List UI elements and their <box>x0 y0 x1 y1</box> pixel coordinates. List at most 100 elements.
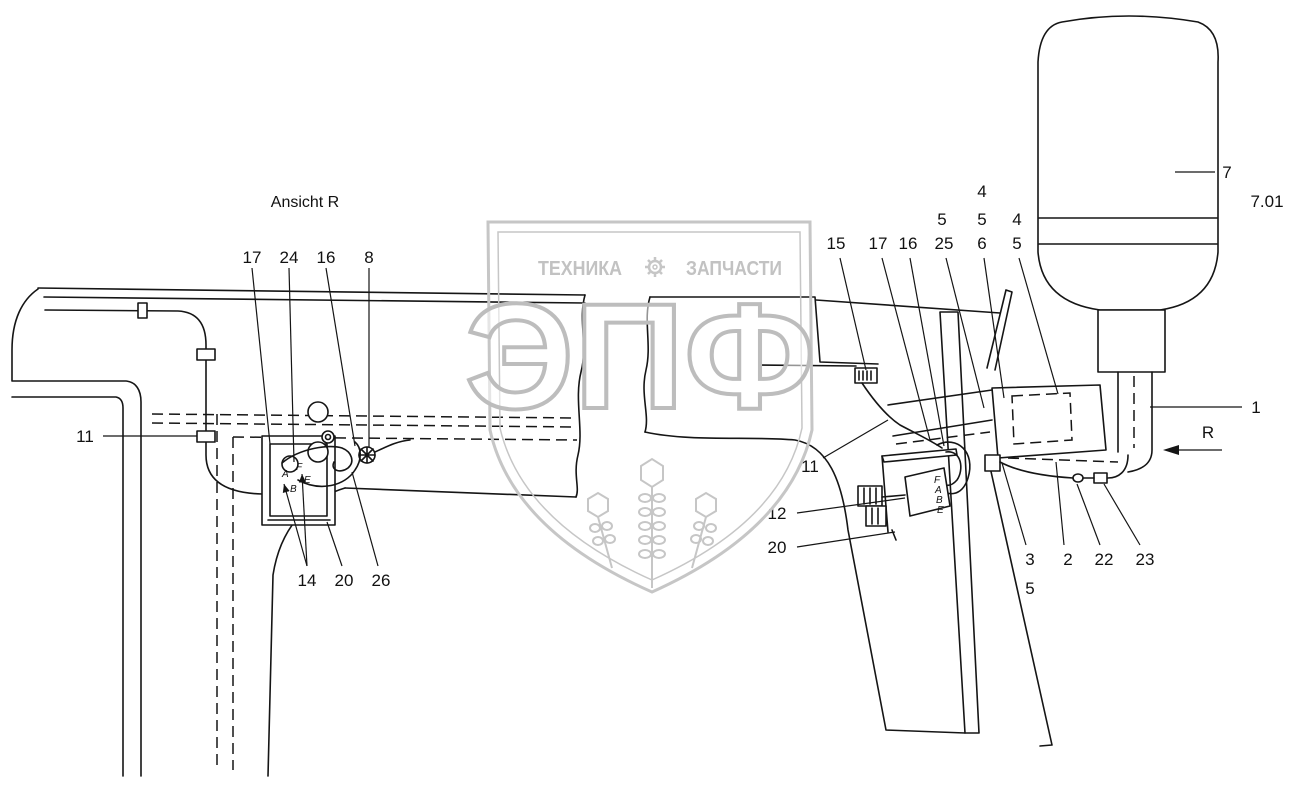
frame-top-edge <box>37 287 586 296</box>
socket-connector <box>1072 473 1084 483</box>
leader-line <box>282 483 308 567</box>
mounting-beam <box>892 419 993 437</box>
leader-line <box>1018 257 1059 395</box>
cable <box>759 364 857 367</box>
leader-line <box>822 419 889 459</box>
gear-icon <box>645 257 665 277</box>
switch-terminal-letter: F <box>296 462 303 473</box>
hidden-line <box>895 431 991 445</box>
watermark-brand-right: ЗАПЧАСТИ <box>686 258 782 280</box>
break-line <box>575 294 586 498</box>
watermark-brand-left: ТЕХНИКА <box>538 258 622 280</box>
callout-number: 17 <box>243 248 262 267</box>
main-view: F A B E 4 5 5 4 15 17 16 25 6 <box>643 15 1284 747</box>
cab-outer-outline <box>11 288 142 777</box>
cable-clip <box>196 430 216 443</box>
view-direction-arrowhead <box>1163 445 1179 455</box>
wiper-arm <box>986 289 1013 371</box>
wire <box>374 439 411 453</box>
beam-bottom-edge <box>344 487 577 498</box>
pillar-outline <box>267 487 346 777</box>
switch-terminal-letter: A <box>281 469 289 480</box>
leader-line <box>1055 461 1065 546</box>
callout-number: 26 <box>372 571 391 590</box>
callout-number: 16 <box>899 234 918 253</box>
leader-line <box>1076 483 1101 546</box>
wire <box>297 441 362 488</box>
fastener <box>307 441 329 463</box>
grommet <box>358 446 376 464</box>
switch-bracket-inner <box>269 443 328 517</box>
callout-number: 12 <box>768 504 787 523</box>
leader-line <box>909 257 945 447</box>
cable-clip <box>137 302 148 319</box>
leader-line <box>796 497 906 514</box>
bracket <box>881 448 958 463</box>
leader-line <box>796 531 896 548</box>
callout-number: 11 <box>76 427 94 446</box>
switch-terminal-letter: F <box>934 475 941 486</box>
leader-line <box>983 257 1005 399</box>
view-title: Ansicht R <box>271 194 339 211</box>
a-pillar-edge <box>987 457 1053 747</box>
callout-number: 16 <box>317 248 336 267</box>
callout-number: 22 <box>1095 550 1114 569</box>
callout-number: 7 <box>1222 163 1231 182</box>
switch-terminal-letter: B <box>936 495 943 506</box>
leader-line <box>839 257 867 371</box>
switch-terminal-letter: B <box>290 484 297 495</box>
cable-connector <box>854 367 878 384</box>
door-top-edge <box>649 296 879 365</box>
door-lower-outline <box>644 431 966 734</box>
wire <box>281 445 353 472</box>
frame-top-inner-edge <box>43 296 586 304</box>
callout-number: 5 <box>1012 234 1021 253</box>
bracket-leg <box>881 455 897 541</box>
callout-number: 4 <box>977 182 986 201</box>
switch-terminal-letter: E <box>304 475 311 486</box>
switch-terminal-letter: E <box>937 505 944 516</box>
hidden-line <box>151 422 578 428</box>
switch-knob <box>857 485 906 527</box>
watermark-wheat <box>587 457 717 588</box>
view-direction-label: R <box>1202 423 1214 442</box>
leader-line <box>945 257 985 409</box>
housing-connector <box>984 454 1001 472</box>
watermark: ТЕХНИКА ЗАПЧАСТИ ЭПФ <box>463 220 817 594</box>
leader-line <box>325 267 356 447</box>
mirror-motor-housing <box>991 384 1107 459</box>
plug-connector <box>1093 472 1108 484</box>
callout-number: 1 <box>1251 398 1260 417</box>
callout-number: 11 <box>801 457 819 476</box>
leader-line <box>881 257 931 441</box>
break-line <box>643 296 651 433</box>
callout-number: 20 <box>335 571 354 590</box>
cable <box>861 382 943 449</box>
mirror-neck <box>1097 309 1166 373</box>
callout-number: 15 <box>827 234 846 253</box>
small-fastener-core <box>324 433 332 441</box>
callout-number: 24 <box>280 248 299 267</box>
mirror-switch <box>904 467 951 517</box>
a-pillar <box>939 311 980 734</box>
leader-line <box>251 267 271 445</box>
cable <box>44 309 263 495</box>
hidden-line <box>151 413 578 419</box>
callout-number: 5 <box>1025 579 1034 598</box>
callout-number: 4 <box>1012 210 1021 229</box>
callout-number: 5 <box>977 210 986 229</box>
callout-number: 6 <box>977 234 986 253</box>
watermark-logo-letters: ЭПФ <box>465 272 815 440</box>
callout-number: 5 <box>937 210 946 229</box>
callout-number: 17 <box>869 234 888 253</box>
leader-line <box>1001 462 1027 546</box>
roof-rail <box>815 299 1001 314</box>
small-fastener <box>321 430 335 444</box>
leader-line <box>1103 483 1141 546</box>
callout-number: 14 <box>298 571 317 590</box>
callout-number: 7.01 <box>1250 192 1283 211</box>
cab-inner-outline <box>11 396 124 777</box>
callout-number: 3 <box>1025 550 1034 569</box>
